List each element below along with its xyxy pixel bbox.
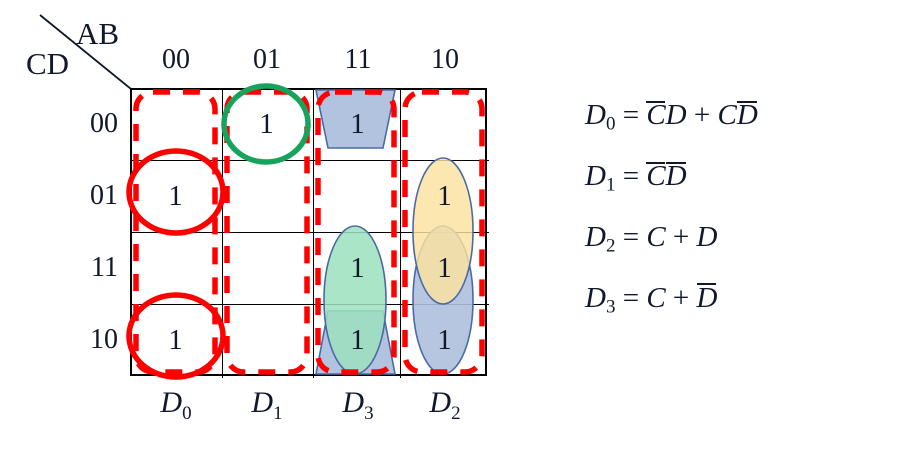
kmap-cell-r11-c01 [221,232,312,304]
grid-hline-3 [132,304,489,305]
row-header-3: 10 [90,324,118,355]
kmap-cell-r00-c00 [130,88,221,160]
kmap-cell-r00-c11: 1 [350,107,365,140]
output-label-col-01-sub: 1 [273,403,283,424]
grid-vline-3 [400,90,401,378]
equation-d2: D2 = C + D [585,220,718,256]
column-header-0: 00 [162,44,190,75]
kmap-cell-r01-c10: 1 [437,179,452,212]
column-header-3: 10 [431,44,459,75]
kmap-cell-r11-c10: 1 [437,251,452,284]
equation-d3: D3 = C + D [585,281,718,318]
column-header-2: 11 [344,44,372,75]
kmap-cell-r11-c00 [130,232,221,304]
output-label-col-00: D0 [160,386,192,424]
kmap-cell-r00-c10 [399,88,490,160]
kmap-cell-r10-c10: 1 [437,323,452,356]
row-header-2: 11 [91,252,118,283]
output-label-col-01: D1 [251,386,283,424]
ab-axis-label: AB [76,16,120,51]
kmap-cell-r10-c00: 1 [168,323,183,356]
output-label-col-11-sub: 3 [364,403,374,424]
kmap-cell-r11-c11: 1 [350,251,365,284]
kmap-cell-r10-c11: 1 [350,323,365,356]
kmap-cell-r01-c00: 1 [168,179,183,212]
cd-axis-label: CD [26,46,70,81]
output-label-col-11: D3 [342,386,374,424]
output-label-col-10-sub: 2 [451,403,461,424]
grid-hline-2 [132,232,489,233]
kmap-cell-r00-c01: 1 [259,107,274,140]
grid-vline-2 [313,90,314,378]
output-label-col-00-sub: 0 [182,403,192,424]
row-header-0: 00 [90,108,118,139]
column-header-1: 01 [253,44,281,75]
equation-d0: D0 = CD + CD [585,99,758,135]
row-header-1: 01 [90,180,118,211]
equation-d1: D1 = CD [585,160,687,196]
equation-list: D0 = CD + CD D1 = CD D2 = C + D D3 = C +… [585,100,915,344]
kmap-cell-r01-c01 [221,160,312,232]
output-label-col-10: D2 [429,386,461,424]
kmap-cell-r01-c11 [312,160,403,232]
kmap-cell-r10-c01 [221,304,312,376]
